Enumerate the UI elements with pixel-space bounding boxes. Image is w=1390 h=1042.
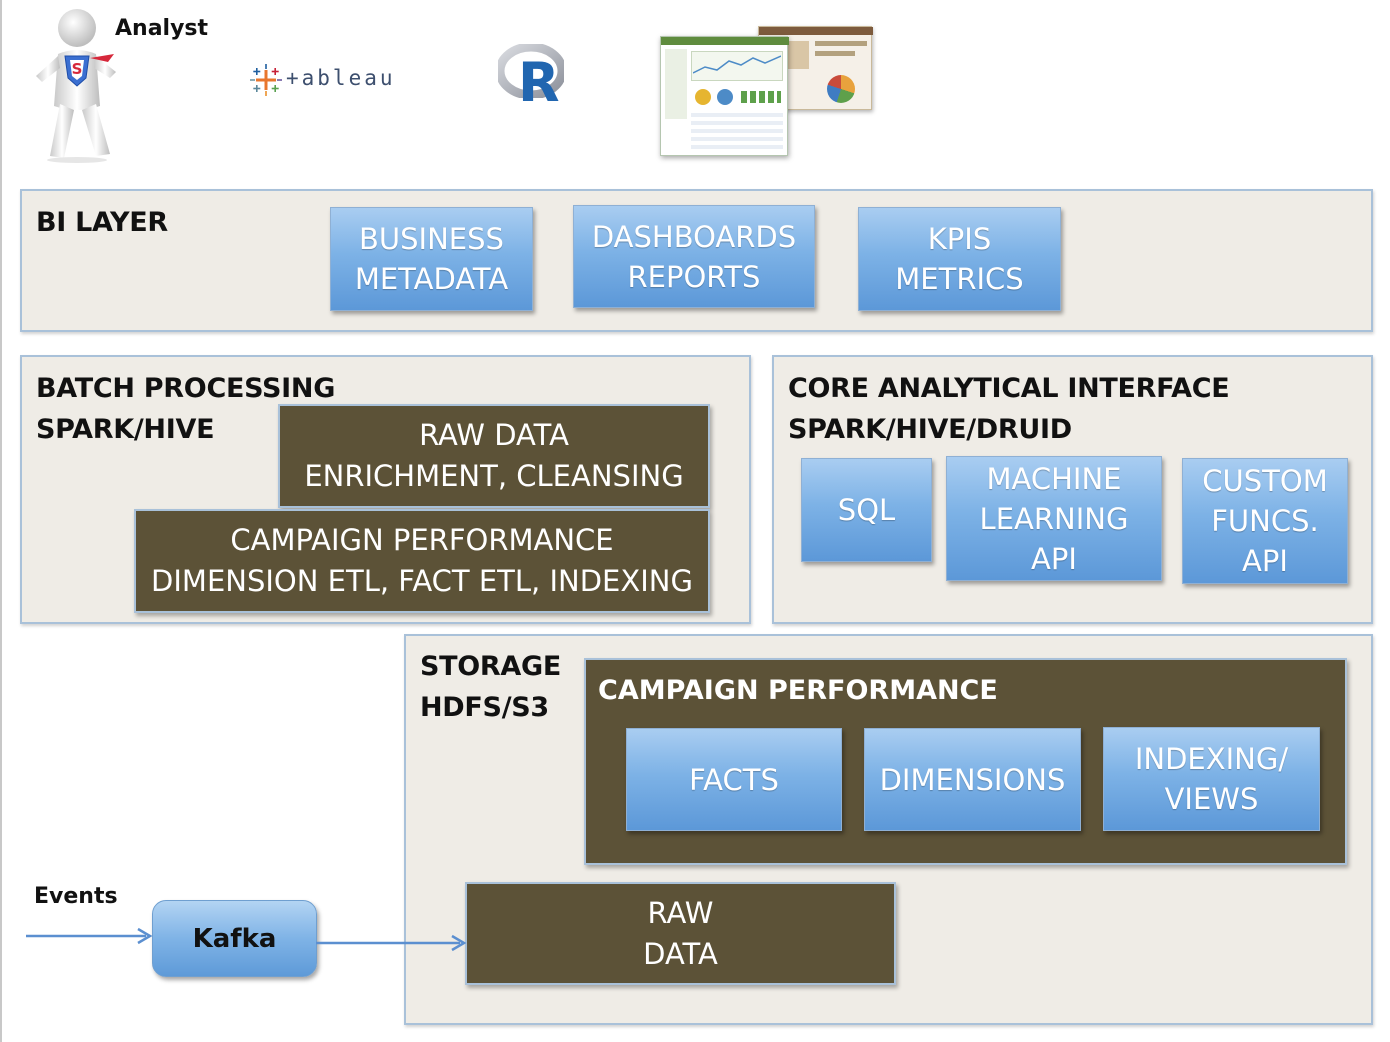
dashboards-reports-box: DASHBOARDS REPORTS (573, 205, 815, 308)
dashboards-reports-line2: REPORTS (627, 259, 761, 294)
custom-funcs-line3: API (1242, 544, 1288, 578)
events-to-kafka-arrow (26, 927, 153, 945)
svg-text:S: S (72, 60, 83, 78)
sql-box: SQL (801, 458, 932, 562)
custom-funcs-api-box: CUSTOM FUNCS. API (1182, 458, 1348, 584)
indexing-views-line1: INDEXING/ (1134, 742, 1289, 776)
storage-title: STORAGE HDFS/S3 (420, 646, 561, 728)
custom-funcs-line1: CUSTOM (1202, 464, 1328, 498)
batch-processing-title: BATCH PROCESSING SPARK/HIVE (36, 368, 335, 450)
bi-layer-title-text: BI LAYER (36, 207, 168, 238)
kafka-box: Kafka (152, 900, 317, 977)
indexing-views-line2: VIEWS (1164, 782, 1259, 816)
r-letter: R (518, 51, 560, 114)
sql-label: SQL (837, 493, 896, 527)
raw-data-enrichment-line2: ENRICHMENT, CLEANSING (304, 459, 684, 493)
campaign-storage-title: CAMPAIGN PERFORMANCE (598, 675, 998, 706)
raw-data-storage-box: RAW DATA (465, 882, 896, 985)
custom-funcs-line2: FUNCS. (1211, 504, 1319, 538)
machine-learning-api-box: MACHINE LEARNING API (946, 456, 1162, 581)
dimensions-label: DIMENSIONS (879, 762, 1066, 797)
r-logo: R (498, 40, 568, 114)
kafka-label: Kafka (192, 923, 277, 954)
facts-box: FACTS (626, 728, 842, 831)
raw-data-enrichment-line1: RAW DATA (419, 418, 569, 452)
dimensions-box: DIMENSIONS (864, 728, 1081, 831)
tableau-wordmark: +ableau (286, 66, 396, 90)
campaign-etl-line2: DIMENSION ETL, FACT ETL, INDEXING (151, 564, 693, 598)
left-edge-line (0, 0, 2, 1042)
dashboards-reports-line1: DASHBOARDS (591, 219, 797, 254)
kpis-metrics-line1: KPIS (927, 222, 992, 256)
tableau-cross-icon (250, 64, 282, 96)
business-metadata-box: BUSINESS METADATA (330, 207, 533, 311)
core-analytical-title: CORE ANALYTICAL INTERFACE SPARK/HIVE/DRU… (788, 368, 1230, 450)
campaign-performance-etl-box: CAMPAIGN PERFORMANCE DIMENSION ETL, FACT… (134, 509, 710, 613)
kpis-metrics-line2: METRICS (895, 262, 1024, 296)
indexing-views-box: INDEXING/ VIEWS (1103, 727, 1320, 831)
r-ring-icon (498, 44, 564, 98)
machine-learning-line2: LEARNING (979, 501, 1129, 536)
batch-title-line2: SPARK/HIVE (36, 414, 215, 445)
business-metadata-line1: BUSINESS (359, 222, 504, 256)
business-metadata-line2: METADATA (354, 262, 509, 296)
analyst-label: Analyst (115, 16, 209, 41)
kpis-metrics-box: KPIS METRICS (858, 207, 1061, 311)
events-label: Events (34, 884, 118, 909)
kafka-to-raw-data-arrow (316, 934, 467, 952)
dashboard-collage-image (660, 24, 876, 160)
storage-title-line1: STORAGE (420, 651, 562, 682)
campaign-etl-line1: CAMPAIGN PERFORMANCE (230, 523, 614, 557)
core-title-line2: SPARK/HIVE/DRUID (788, 414, 1072, 445)
tableau-logo: +ableau (250, 62, 420, 98)
bi-layer-title: BI LAYER (36, 202, 168, 243)
machine-learning-line1: MACHINE (986, 461, 1122, 496)
facts-label: FACTS (689, 762, 779, 797)
batch-title-line1: BATCH PROCESSING (36, 373, 336, 404)
storage-title-line2: HDFS/S3 (420, 692, 549, 723)
raw-data-line1: RAW (647, 895, 714, 930)
dashboard-thumb-front (660, 36, 789, 156)
core-title-line1: CORE ANALYTICAL INTERFACE (788, 373, 1230, 404)
raw-data-enrichment-box: RAW DATA ENRICHMENT, CLEANSING (278, 404, 710, 508)
machine-learning-line3: API (1031, 541, 1077, 576)
analyst-figure-icon: S (36, 9, 116, 163)
raw-data-line2: DATA (643, 936, 718, 971)
